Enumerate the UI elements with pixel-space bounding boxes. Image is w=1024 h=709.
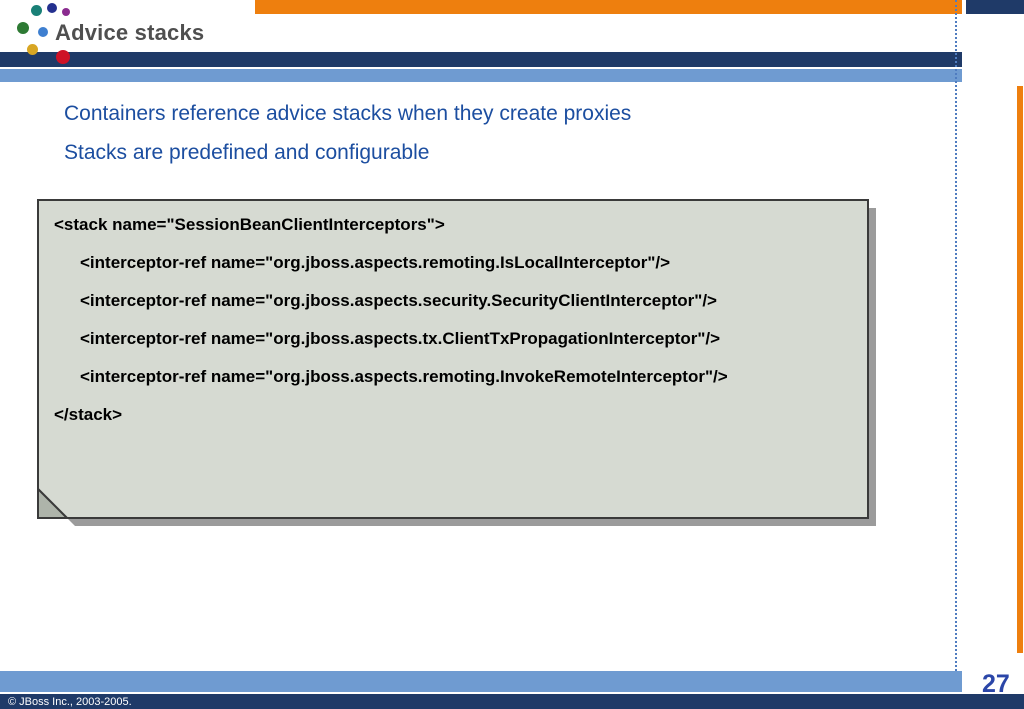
page-number: 27 xyxy=(982,670,1010,698)
bullet-line-2: Stacks are predefined and configurable xyxy=(64,141,430,164)
navy-dot-icon xyxy=(47,3,57,13)
right-dotted-divider xyxy=(955,0,957,671)
right-orange-strip xyxy=(1017,86,1023,653)
code-line: <interceptor-ref name="org.jboss.aspects… xyxy=(80,329,721,348)
footer-blue-bar xyxy=(0,671,962,692)
code-line: <interceptor-ref name="org.jboss.aspects… xyxy=(80,367,728,386)
code-line: <interceptor-ref name="org.jboss.aspects… xyxy=(80,253,671,272)
title-underline-navy-bar xyxy=(0,52,962,67)
folded-corner xyxy=(37,486,70,519)
code-note-body xyxy=(37,199,869,519)
page-title: Advice stacks xyxy=(55,20,205,45)
top-orange-bar xyxy=(255,0,962,14)
code-line: </stack> xyxy=(54,405,123,424)
code-line: <stack name="SessionBeanClientIntercepto… xyxy=(54,215,445,234)
code-note-shape xyxy=(37,199,876,526)
code-block: <stack name="SessionBeanClientIntercepto… xyxy=(54,206,854,434)
teal-dot-icon xyxy=(31,5,42,16)
bullet-line-1: Containers reference advice stacks when … xyxy=(64,102,632,125)
red-dot-icon xyxy=(56,50,70,64)
title-underline-blue-bar xyxy=(0,69,962,82)
purple-dot-icon xyxy=(62,8,70,16)
footer-navy-bar xyxy=(0,694,1024,709)
footer-copyright: © JBoss Inc., 2003-2005. xyxy=(8,696,132,708)
top-right-navy-block xyxy=(966,0,1024,14)
gold-dot-icon xyxy=(27,44,38,55)
sky-dot-icon xyxy=(38,27,48,37)
green-dot-icon xyxy=(17,22,29,34)
code-line: <interceptor-ref name="org.jboss.aspects… xyxy=(80,291,717,310)
